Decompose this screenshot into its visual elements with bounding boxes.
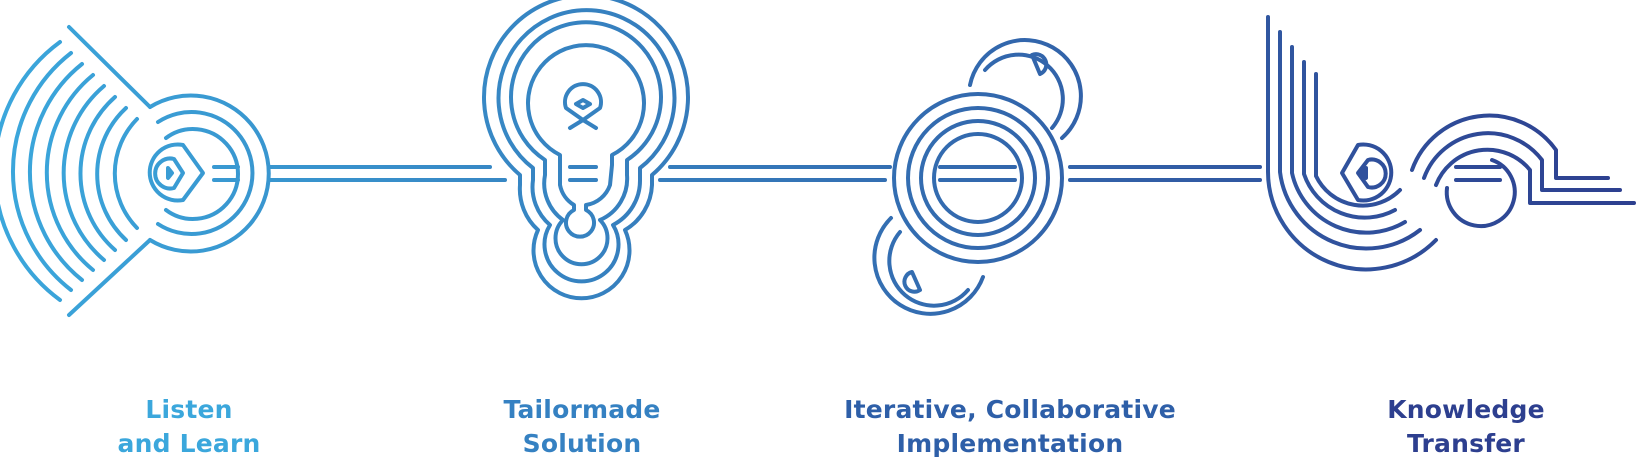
knowledge-flow-icon	[1268, 17, 1634, 269]
step-label-tailormade-solution: Tailormade Solution	[382, 393, 782, 461]
circular-cycle-icon	[874, 40, 1081, 314]
step-label-iterative-collaborative-implementation: Iterative, Collaborative Implementation	[810, 393, 1210, 461]
lightbulb-icon	[484, 0, 688, 298]
connector-lines	[270, 167, 1260, 180]
step-label-knowledge-transfer: Knowledge Transfer	[1266, 393, 1637, 461]
step-label-listen-and-learn: Listen and Learn	[0, 393, 389, 461]
radar-wave-icon	[0, 27, 269, 315]
